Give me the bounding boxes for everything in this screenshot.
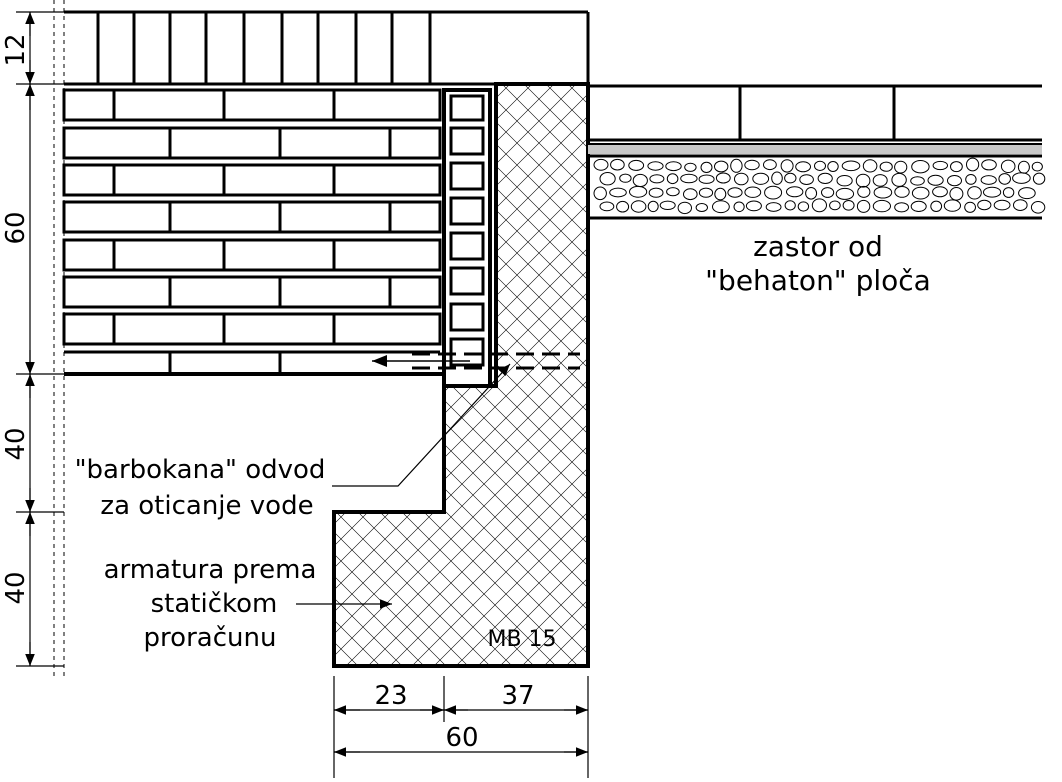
concrete-wall [332,82,590,668]
vertical-dimension-chain [16,11,64,667]
drain-label-line2: za oticanje vode [100,491,313,521]
concrete-grade-label: MB 15 [487,627,556,652]
dimension-lower-footing-height: 40 [1,571,31,604]
dimension-upper-footing-height: 40 [1,427,31,460]
dimension-coping-height: 12 [1,33,31,66]
paving-label-line1: zastor od [753,230,883,263]
rebar-label-line2: statičkom [151,589,278,619]
rebar-label-line1: armatura prema [104,555,317,585]
leader-lines [296,363,511,609]
gravel-bed [593,157,1046,215]
paving-label-line2: "behaton" ploča [705,264,931,297]
dimension-toe-width: 23 [374,681,407,711]
drain-label-line1: "barbokana" odvod [75,455,326,485]
dimension-stem-width: 37 [501,681,534,711]
dimension-wall-height: 60 [1,211,31,244]
horizontal-dimension-chain [333,676,589,778]
rebar-label-line3: proračunu [144,623,277,653]
header-brick-column [442,88,492,388]
drain-pipe [372,352,580,370]
paving-slabs [588,84,1042,220]
dimension-total-width: 60 [445,723,478,753]
brick-wall [62,88,445,376]
coping-bricks [64,10,590,86]
